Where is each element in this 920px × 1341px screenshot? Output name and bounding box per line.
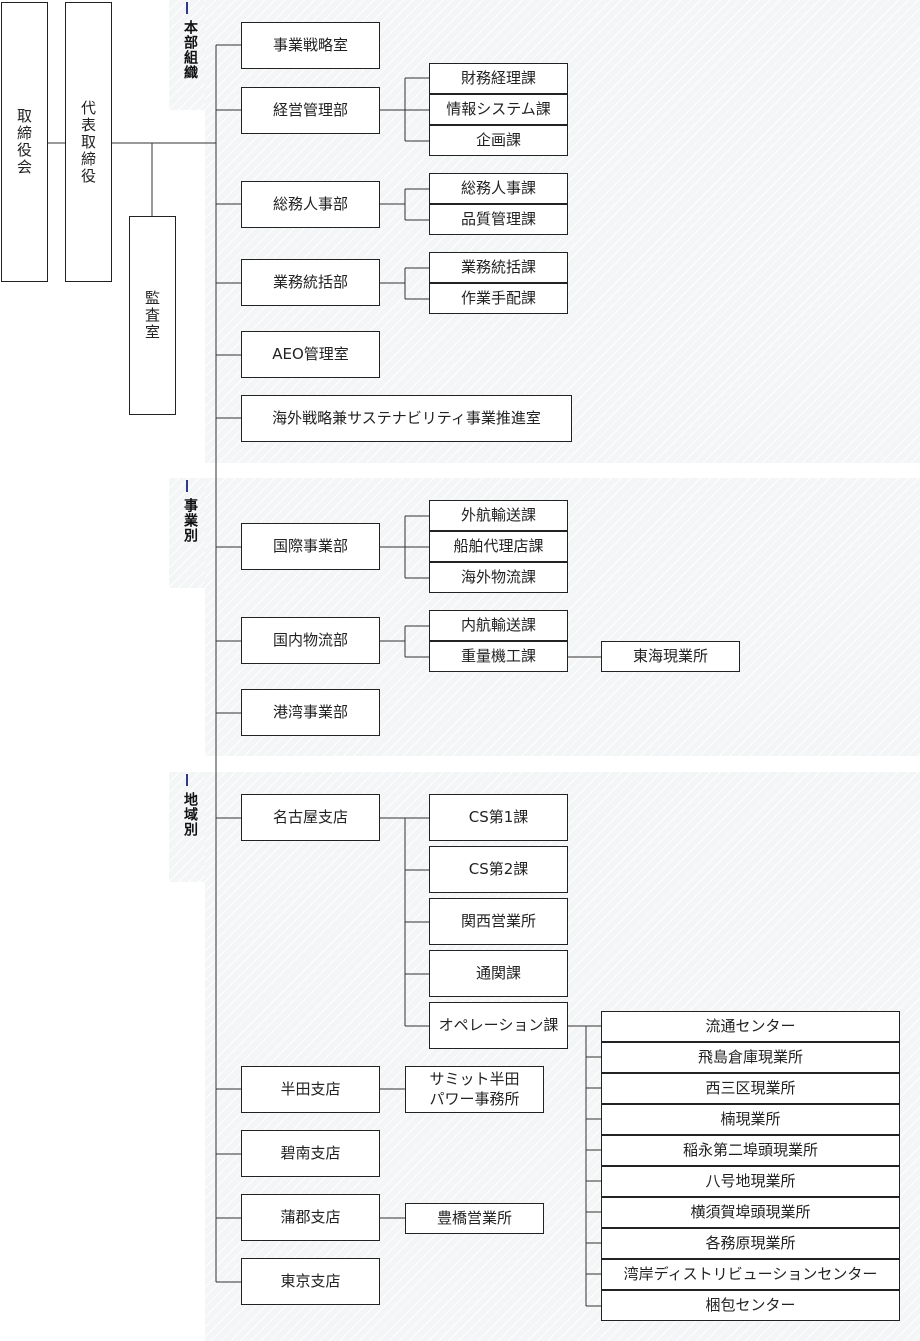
site-inae: 稲永第二埠頭現業所 (601, 1135, 900, 1166)
hekinan-branch-box: 碧南支店 (241, 1130, 380, 1177)
quality-section-box: 品質管理課 (429, 204, 568, 235)
cs1-section-box: CS第1課 (429, 794, 568, 841)
site-packing-center: 梱包センター (601, 1290, 900, 1321)
site-kusu: 楠現業所 (601, 1104, 900, 1135)
general-affairs-section-box: 総務人事課 (429, 173, 568, 204)
management-dept-box: 経営管理部 (241, 87, 380, 134)
toyohashi-office-box: 豊橋営業所 (405, 1203, 544, 1234)
domestic-logistics-dept-box: 国内物流部 (241, 617, 380, 664)
summit-handa-line2: パワー事務所 (429, 1089, 520, 1108)
hq-section-marker (186, 2, 188, 14)
gamagori-branch-box: 蒲郡支店 (241, 1194, 380, 1241)
tokai-site-box: 東海現業所 (601, 641, 740, 672)
nagoya-branch-box: 名古屋支店 (241, 794, 380, 841)
site-hachigochi: 八号地現業所 (601, 1166, 900, 1197)
heavy-machinery-section-box: 重量機工課 (429, 641, 568, 672)
sustainability-office-box: 海外戦略兼サステナビリティ事業推進室 (241, 395, 572, 442)
work-arrangement-section-box: 作業手配課 (429, 283, 568, 314)
site-bayside-dc: 湾岸ディストリビューションセンター (601, 1259, 900, 1290)
president-box: 代表取締役 (65, 2, 112, 282)
site-kakamigahara: 各務原現業所 (601, 1228, 900, 1259)
business-section-label: 事業別 (182, 498, 198, 543)
cs2-section-box: CS第2課 (429, 846, 568, 893)
ocean-transport-section-box: 外航輸送課 (429, 500, 568, 531)
general-affairs-dept-box: 総務人事部 (241, 181, 380, 228)
it-section-box: 情報システム課 (429, 94, 568, 125)
finance-section-box: 財務経理課 (429, 63, 568, 94)
operations-section-box: 業務統括課 (429, 252, 568, 283)
site-nishisanku: 西三区現業所 (601, 1073, 900, 1104)
business-section-marker (186, 480, 188, 492)
board-of-directors-box: 取締役会 (1, 2, 48, 282)
summit-handa-line1: サミット半田 (429, 1070, 520, 1088)
operations-dept-box: 業務統括部 (241, 259, 380, 306)
operation-section-box: オペレーション課 (429, 1002, 568, 1049)
audit-office-box: 監査室 (129, 216, 176, 415)
port-dept-box: 港湾事業部 (241, 689, 380, 736)
hq-section-label: 本部組織 (182, 20, 198, 80)
site-tobishima: 飛島倉庫現業所 (601, 1042, 900, 1073)
coastal-transport-section-box: 内航輸送課 (429, 610, 568, 641)
tokyo-branch-box: 東京支店 (241, 1258, 380, 1305)
international-dept-box: 国際事業部 (241, 523, 380, 570)
site-distribution-center: 流通センター (601, 1011, 900, 1042)
handa-branch-box: 半田支店 (241, 1066, 380, 1113)
customs-section-box: 通関課 (429, 950, 568, 997)
planning-section-box: 企画課 (429, 125, 568, 156)
regional-section-marker (186, 774, 188, 786)
ship-agency-section-box: 船舶代理店課 (429, 531, 568, 562)
kansai-office-box: 関西営業所 (429, 898, 568, 945)
aeo-office-box: AEO管理室 (241, 331, 380, 378)
overseas-logistics-section-box: 海外物流課 (429, 562, 568, 593)
regional-section-label: 地域別 (182, 792, 198, 837)
strategy-office-box: 事業戦略室 (241, 22, 380, 69)
site-yokosuka: 横須賀埠頭現業所 (601, 1197, 900, 1228)
summit-handa-office-box: サミット半田 パワー事務所 (405, 1066, 544, 1113)
